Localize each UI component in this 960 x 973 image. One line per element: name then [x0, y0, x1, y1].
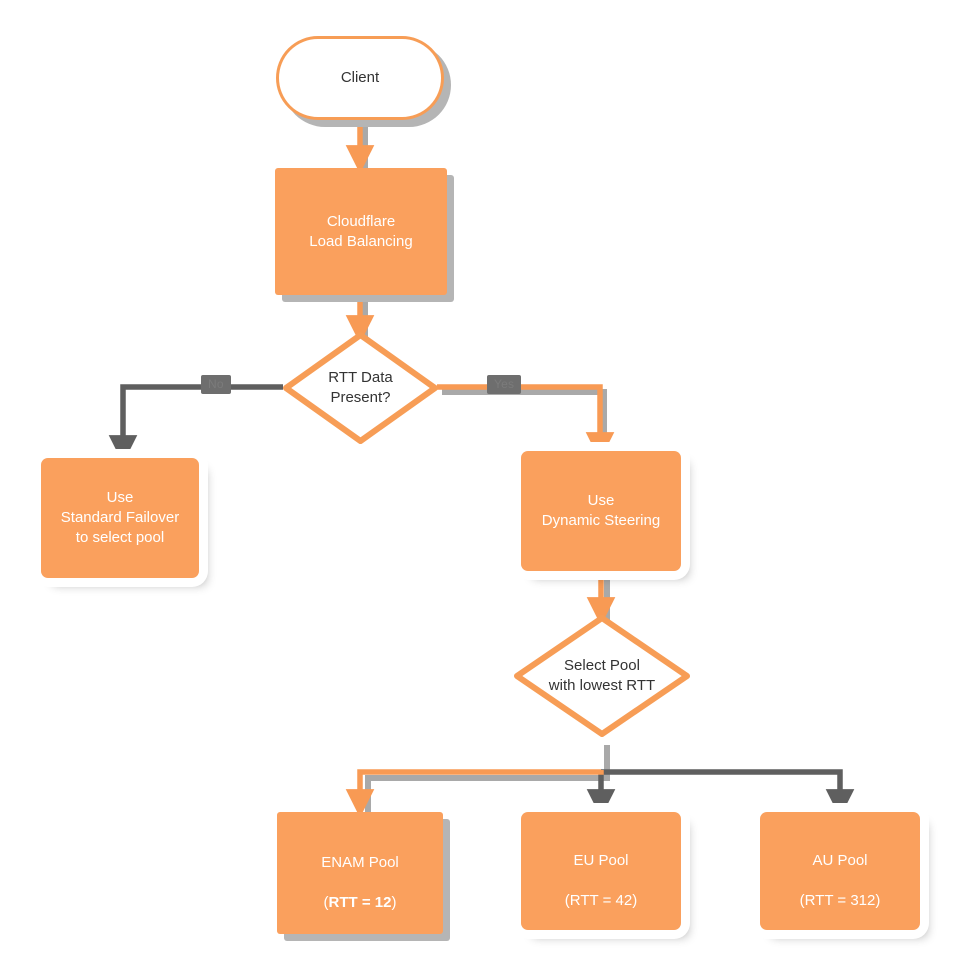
edge-label-no-text: No — [208, 377, 224, 391]
diamond-shape-rtt — [283, 332, 438, 444]
node-au-pool-open-paren: ( — [799, 891, 805, 909]
node-cloudflare-load-balancing-label: Cloudflare Load Balancing — [309, 212, 413, 250]
node-eu-pool-close-paren: ) — [632, 891, 638, 909]
node-dynamic-steering-label: Use Dynamic Steering — [541, 492, 661, 529]
node-eu-pool-rtt: RTT = 42 — [569, 891, 633, 909]
node-enam-pool-label: ENAM Pool (RTT = 12) — [277, 833, 443, 912]
node-au-pool-close-paren: ) — [875, 891, 881, 909]
node-enam-pool-close-paren: ) — [391, 893, 397, 911]
node-au-pool-label: AU Pool (RTT = 312) — [760, 831, 920, 910]
node-eu-pool-label: EU Pool (RTT = 42) — [521, 831, 681, 910]
node-rtt-data-present[interactable]: RTT Data Present? — [283, 332, 438, 444]
node-standard-failover-label: Use Standard Failover to select pool — [60, 489, 180, 546]
node-dynamic-steering[interactable]: Use Dynamic Steering — [521, 451, 681, 571]
node-rtt-data-present-label: RTT Data Present? — [328, 369, 393, 406]
node-cloudflare-load-balancing[interactable]: Cloudflare Load Balancing — [275, 168, 447, 295]
node-client-label: Client — [340, 69, 380, 87]
node-au-pool-rtt: RTT = 312 — [804, 891, 876, 909]
node-standard-failover[interactable]: Use Standard Failover to select pool — [41, 458, 199, 578]
diamond-shape-select-pool — [514, 615, 690, 737]
node-au-pool-name: AU Pool — [812, 852, 868, 870]
node-eu-pool[interactable]: EU Pool (RTT = 42) — [521, 812, 681, 930]
node-client[interactable]: Client — [276, 36, 444, 120]
node-enam-pool-rtt: RTT = 12 — [328, 893, 392, 911]
node-enam-pool-open-paren: ( — [323, 893, 329, 911]
edge-label-yes-text: Yes — [494, 377, 515, 391]
edge-label-no: No — [201, 375, 231, 395]
node-eu-pool-name: EU Pool — [573, 852, 629, 870]
edge-label-yes: Yes — [487, 375, 522, 395]
node-enam-pool-name: ENAM Pool — [321, 854, 399, 872]
node-enam-pool[interactable]: ENAM Pool (RTT = 12) — [277, 812, 443, 934]
node-eu-pool-open-paren: ( — [564, 891, 570, 909]
node-select-pool-label: Select Pool with lowest RTT — [548, 657, 656, 694]
node-au-pool[interactable]: AU Pool (RTT = 312) — [760, 812, 920, 930]
node-select-pool[interactable]: Select Pool with lowest RTT — [514, 615, 690, 737]
